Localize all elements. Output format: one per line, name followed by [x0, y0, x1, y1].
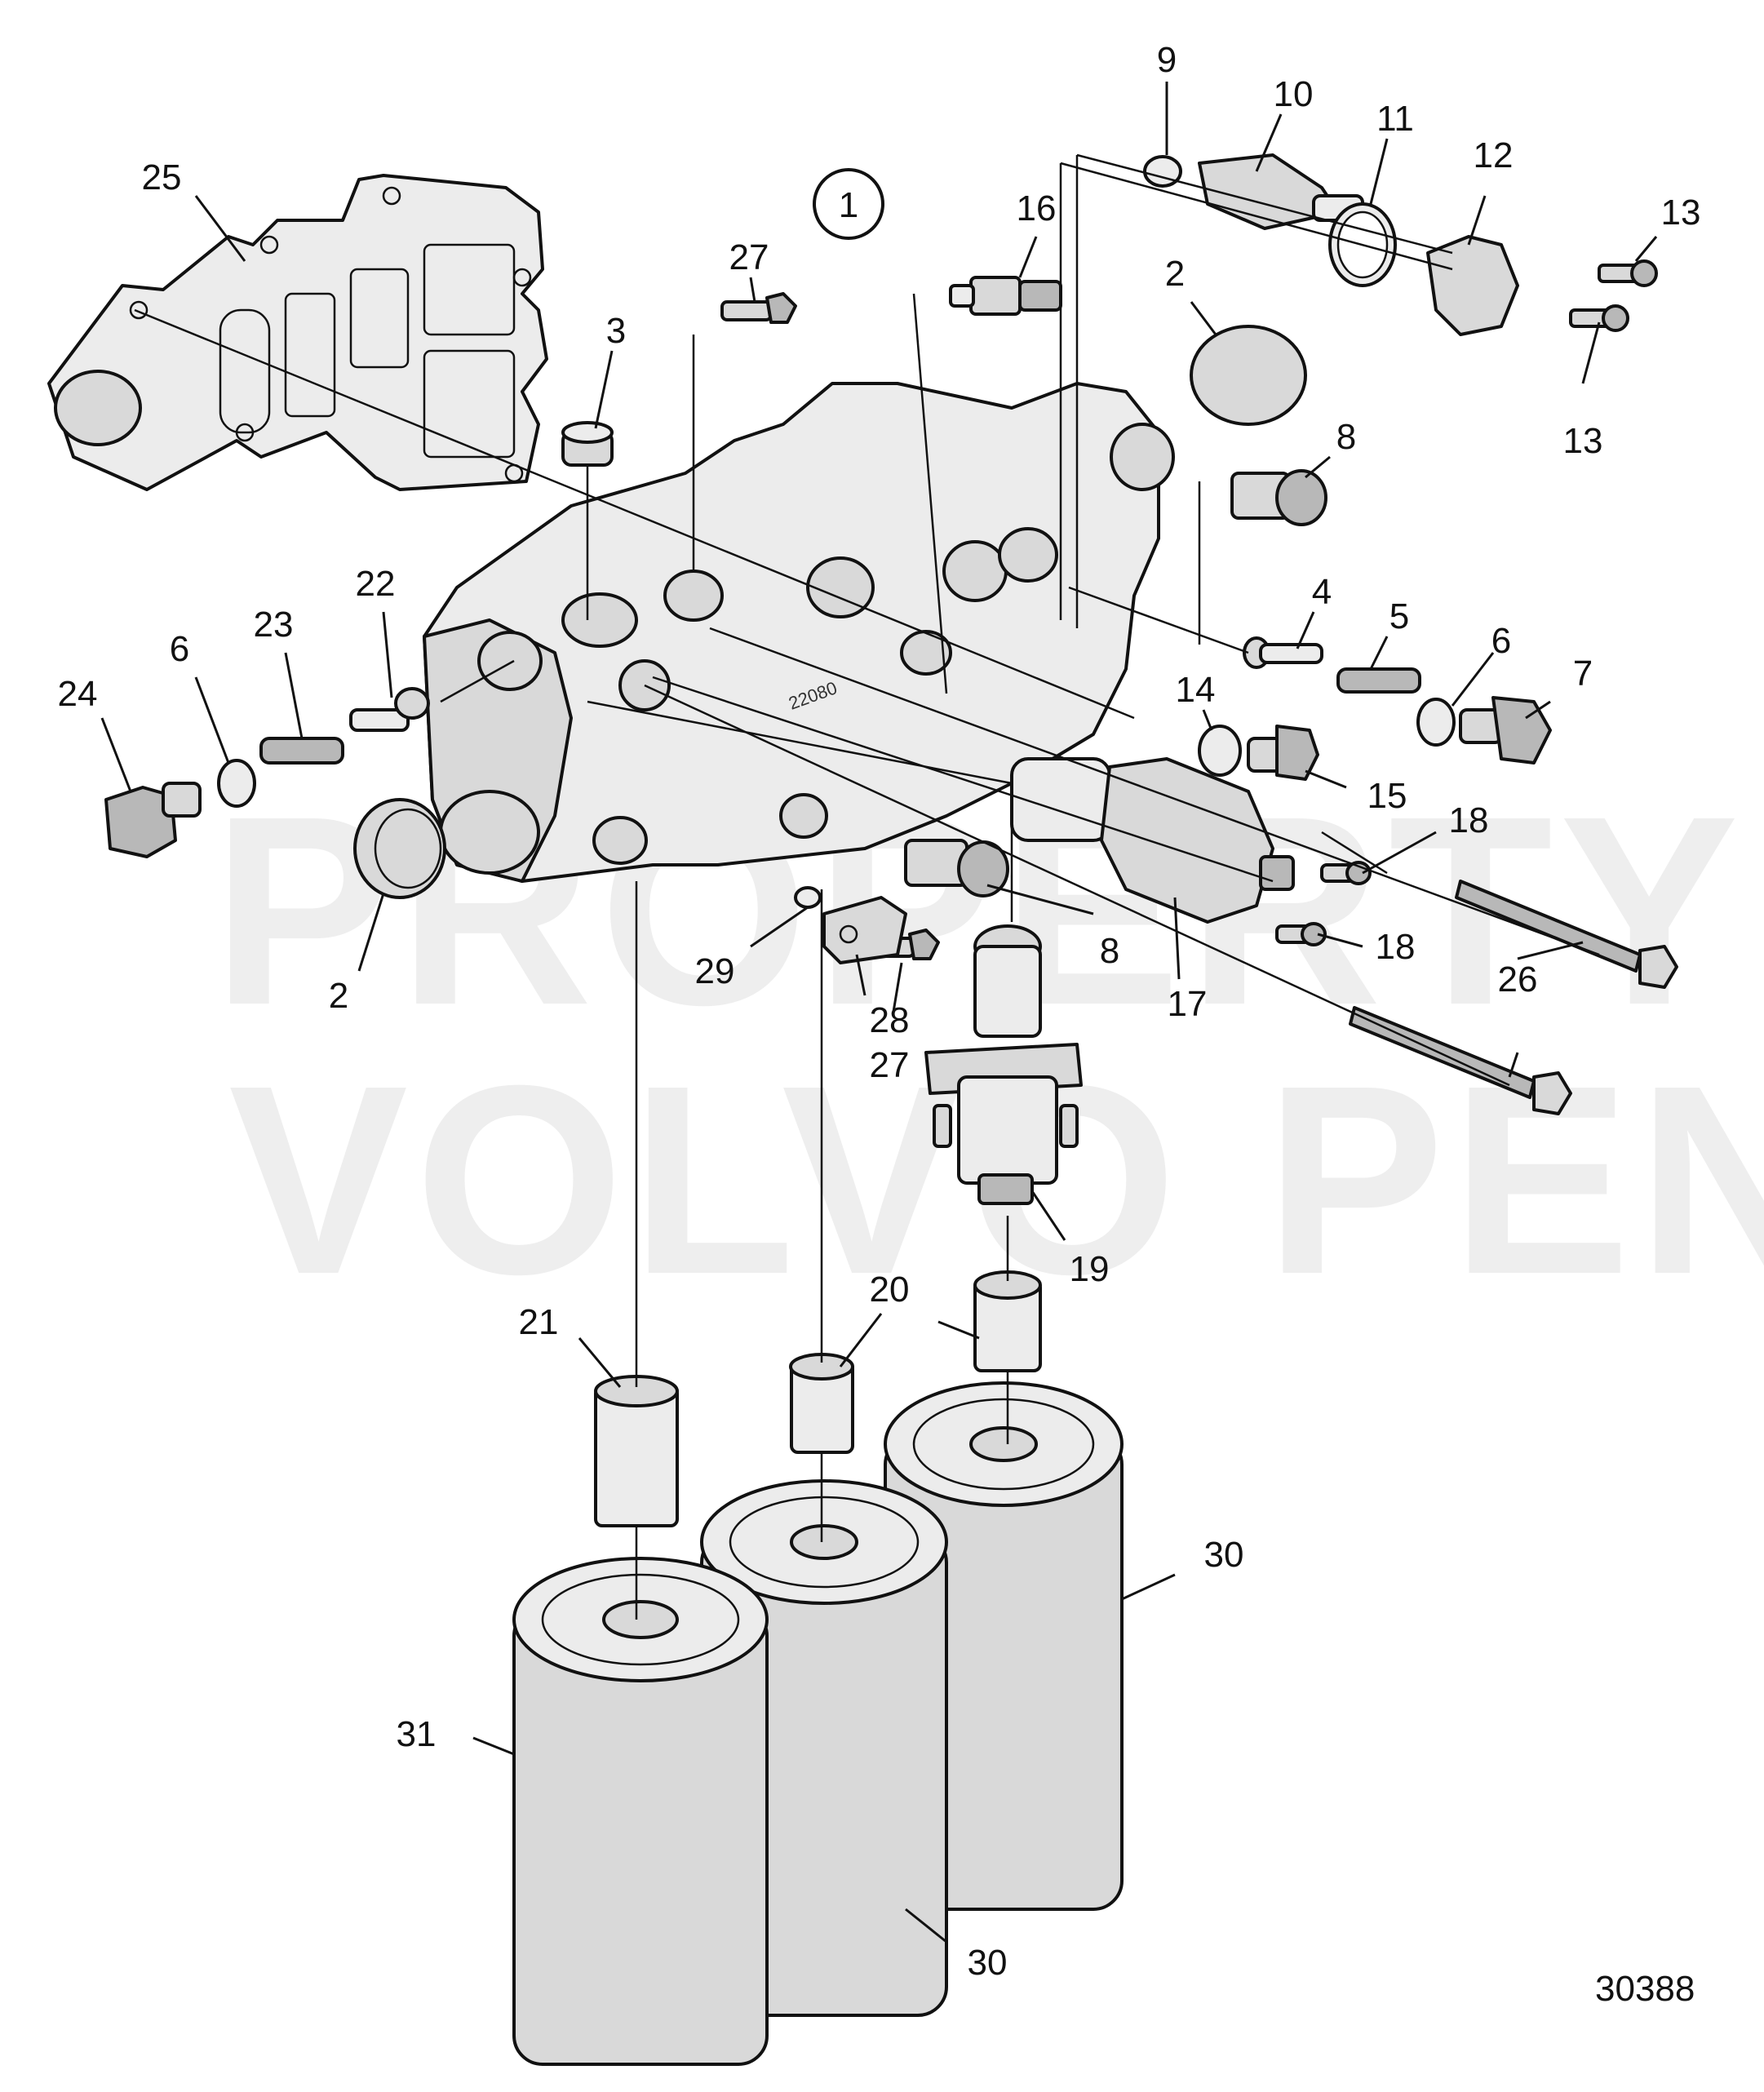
- plug-part-7: [1459, 696, 1552, 765]
- callout-label-l8a: 8: [1336, 417, 1356, 457]
- screw-part-13-upper: [1598, 259, 1658, 287]
- callout-label-l3: 3: [606, 311, 626, 351]
- plug-part-24: [104, 782, 202, 858]
- nipple-part-20-left: [789, 1353, 854, 1454]
- callout-label-l21: 21: [519, 1302, 559, 1342]
- callout-label-l14: 14: [1176, 670, 1216, 710]
- plug-part-15: [1247, 725, 1319, 781]
- spring-part-5: [1336, 667, 1421, 694]
- cover-part-2-right: [1190, 325, 1307, 426]
- callout-label-l10: 10: [1274, 74, 1314, 114]
- valve-part-19: [924, 924, 1083, 1205]
- callout-label-l22: 22: [356, 564, 396, 604]
- callout-label-l11: 11: [1376, 99, 1414, 139]
- callout-label-l20: 20: [870, 1270, 910, 1310]
- callout-label-l27a: 27: [729, 237, 769, 277]
- cover-part-12: [1426, 235, 1519, 336]
- callout-label-l12: 12: [1474, 135, 1514, 175]
- nipple-part-20-right: [973, 1270, 1042, 1372]
- filter-housing-part: 22080: [423, 382, 1175, 883]
- callout-label-l24: 24: [58, 674, 98, 714]
- screw-part-13-lower: [1569, 304, 1629, 332]
- assembly-callout-1-text: 1: [839, 185, 858, 225]
- callout-label-l5: 5: [1389, 596, 1409, 636]
- gasket-part: [47, 174, 548, 491]
- sensor-part-8-right: [1230, 469, 1327, 526]
- pin-part-22: [349, 687, 430, 732]
- callout-label-l18b: 18: [1376, 927, 1416, 967]
- callout-label-l15: 15: [1367, 776, 1407, 816]
- callout-label-l23: 23: [254, 605, 294, 645]
- callout-label-l4: 4: [1312, 572, 1332, 612]
- callout-label-l13b: 13: [1563, 421, 1603, 461]
- oring-part-6-right: [1416, 698, 1456, 747]
- callout-label-l6b: 6: [170, 629, 189, 669]
- callout-label-l25: 25: [142, 157, 182, 197]
- piston-part-4: [1243, 636, 1323, 669]
- sensor-part-8-lower: [904, 839, 1009, 898]
- assembly-callout-1: 1: [813, 168, 884, 240]
- plate-part-28: [822, 896, 907, 964]
- callout-label-l6a: 6: [1491, 621, 1511, 661]
- callout-label-l30b: 30: [968, 1943, 1008, 1983]
- callout-label-l30a: 30: [1204, 1535, 1244, 1575]
- callout-label-l2a: 2: [1165, 254, 1185, 294]
- callout-label-l19: 19: [1070, 1249, 1110, 1289]
- sensor-part-16: [949, 276, 1062, 316]
- callout-label-l26: 26: [1498, 960, 1538, 999]
- callout-label-l17: 17: [1168, 984, 1208, 1024]
- oring-part-6-left: [217, 759, 256, 808]
- callout-label-l8b: 8: [1100, 931, 1119, 971]
- cover-part-2-left: [353, 798, 446, 899]
- leader-lines: [100, 82, 1658, 1944]
- oil-filter-part-31: [512, 1557, 769, 2066]
- oring-part-14: [1198, 725, 1242, 777]
- plug-part-3: [561, 421, 614, 467]
- spring-part-23: [259, 737, 344, 765]
- nipple-part-21: [594, 1375, 679, 1527]
- callout-label-l16: 16: [1017, 188, 1057, 228]
- callout-label-l31: 31: [397, 1714, 437, 1754]
- callout-label-l27b: 27: [870, 1045, 910, 1085]
- oring-part-29: [794, 886, 822, 909]
- bolt-part-26-upper: [1455, 880, 1678, 989]
- callout-label-l7: 7: [1573, 654, 1593, 694]
- callout-label-l9: 9: [1157, 40, 1177, 80]
- callout-label-l28: 28: [870, 1000, 910, 1040]
- callout-label-l2b: 2: [329, 976, 348, 1016]
- callout-label-l18a: 18: [1449, 800, 1489, 840]
- callout-label-l13a: 13: [1661, 193, 1701, 233]
- screw-part-27-upper: [720, 292, 797, 324]
- drawing-number: 30388: [1595, 1969, 1695, 2009]
- callout-label-l29: 29: [695, 951, 735, 991]
- screw-part-18-lower: [1275, 922, 1327, 946]
